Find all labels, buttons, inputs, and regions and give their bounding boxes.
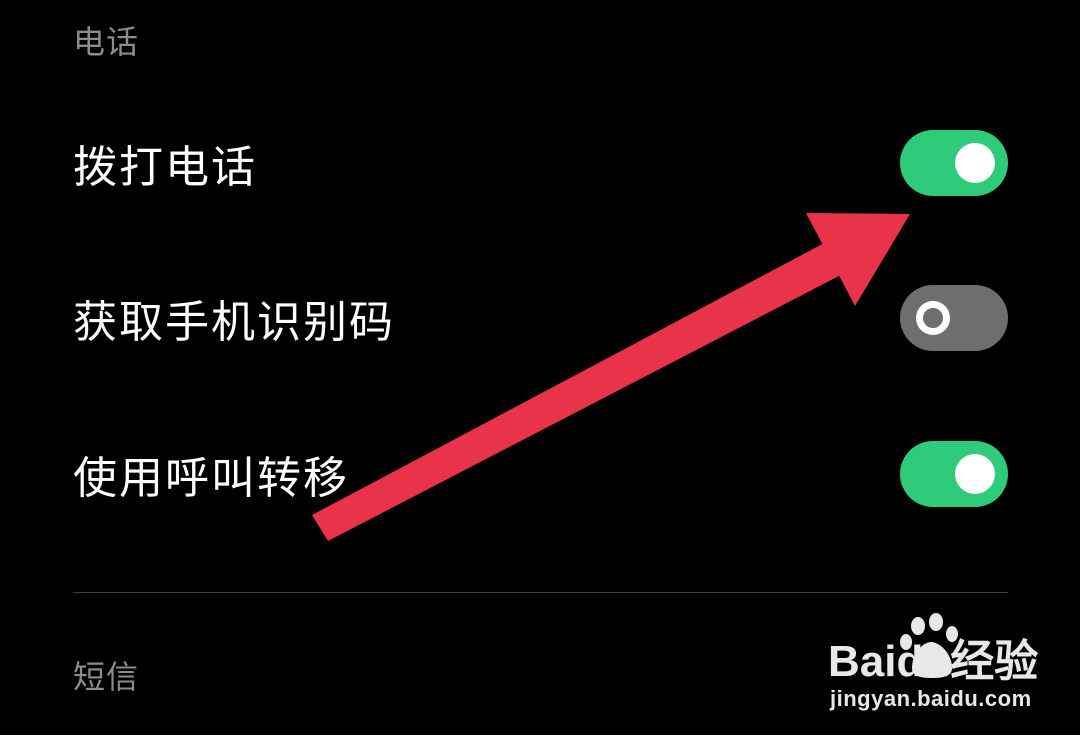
device-id-toggle[interactable] <box>900 285 1008 351</box>
setting-label-device-id: 获取手机识别码 <box>73 297 395 348</box>
call-forwarding-toggle[interactable] <box>900 441 1008 507</box>
setting-label-call-forwarding: 使用呼叫转移 <box>73 453 349 504</box>
toggle-knob <box>955 454 995 494</box>
section-divider <box>73 592 1008 593</box>
make-calls-toggle[interactable] <box>900 130 1008 196</box>
setting-row-device-id[interactable]: 获取手机识别码 <box>0 263 1080 373</box>
setting-row-call-forwarding[interactable]: 使用呼叫转移 <box>0 419 1080 529</box>
setting-row-make-calls[interactable]: 拨打电话 <box>0 108 1080 218</box>
toggle-knob <box>955 143 995 183</box>
baidu-jingyan-watermark: Baidu经验 jingyan.baidu.com <box>828 612 1068 722</box>
setting-label-make-calls: 拨打电话 <box>73 142 257 193</box>
section-header-sms: 短信 <box>73 658 140 696</box>
baidu-brand-text: Baidu经验 <box>828 637 1039 686</box>
toggle-knob <box>916 301 950 335</box>
section-header-phone: 电话 <box>73 23 140 61</box>
baidu-paw-icon <box>900 613 958 678</box>
baidu-url-text: jingyan.baidu.com <box>830 686 1032 711</box>
